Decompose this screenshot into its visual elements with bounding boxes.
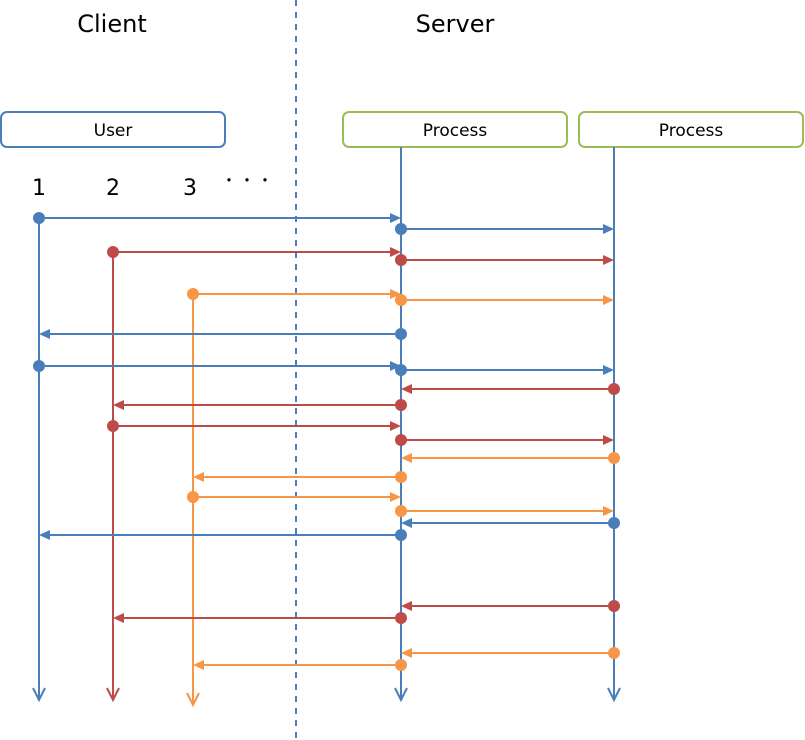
message-origin-dot xyxy=(395,328,407,340)
message-arrow-2 xyxy=(395,223,614,235)
message-arrow-11 xyxy=(113,399,407,411)
message-origin-dot xyxy=(187,288,199,300)
message-arrow-head xyxy=(193,472,204,482)
lifeline-request-3-arrowhead xyxy=(186,692,200,708)
process-box-1-label: Process xyxy=(423,121,488,141)
message-origin-dot xyxy=(107,246,119,258)
request-number-2: 2 xyxy=(106,176,120,201)
message-arrow-head xyxy=(401,453,412,463)
message-arrow-6 xyxy=(395,294,614,306)
message-arrow-12 xyxy=(107,420,401,432)
user-box-label: User xyxy=(94,121,133,141)
message-arrow-16 xyxy=(187,491,401,503)
message-origin-dot xyxy=(395,471,407,483)
message-arrows xyxy=(33,212,620,671)
request-number-1: 1 xyxy=(32,176,46,201)
message-arrow-20 xyxy=(401,600,620,612)
message-origin-dot xyxy=(395,659,407,671)
server-column-title: Server xyxy=(416,10,495,38)
message-origin-dot xyxy=(33,212,45,224)
message-origin-dot xyxy=(187,491,199,503)
message-arrow-10 xyxy=(401,383,620,395)
message-origin-dot xyxy=(395,399,407,411)
message-arrow-19 xyxy=(39,529,407,541)
message-origin-dot xyxy=(395,223,407,235)
lifeline-process-1-arrowhead xyxy=(394,687,408,703)
message-arrow-head xyxy=(603,255,614,265)
message-arrow-18 xyxy=(401,517,620,529)
message-arrow-head xyxy=(401,518,412,528)
message-arrow-head xyxy=(390,421,401,431)
lifeline-request-1-arrowhead xyxy=(32,687,46,703)
message-arrow-head xyxy=(603,365,614,375)
process-box-1 xyxy=(342,111,568,148)
message-origin-dot xyxy=(395,254,407,266)
process-box-2 xyxy=(578,111,804,148)
message-arrow-23 xyxy=(193,659,407,671)
process-box-2-label: Process xyxy=(659,121,724,141)
message-arrow-head xyxy=(390,361,401,371)
message-arrow-head xyxy=(390,492,401,502)
message-arrow-head xyxy=(39,530,50,540)
message-arrow-22 xyxy=(401,647,620,659)
message-arrow-head xyxy=(390,289,401,299)
message-arrow-21 xyxy=(113,612,407,624)
message-arrow-head xyxy=(603,224,614,234)
message-arrow-head xyxy=(113,400,124,410)
message-arrow-4 xyxy=(395,254,614,266)
lifeline-process-2-arrowhead xyxy=(607,687,621,703)
message-origin-dot xyxy=(395,612,407,624)
lifeline-request-2-arrowhead xyxy=(106,687,120,703)
lifeline-request-1 xyxy=(32,217,46,703)
request-number-3: 3 xyxy=(183,176,197,201)
message-arrow-9 xyxy=(395,364,614,376)
message-arrow-7 xyxy=(39,328,407,340)
user-box xyxy=(0,111,226,148)
message-arrow-15 xyxy=(193,471,407,483)
message-arrow-13 xyxy=(395,434,614,446)
message-origin-dot xyxy=(33,360,45,372)
message-arrow-head xyxy=(193,660,204,670)
lifeline-request-2 xyxy=(106,252,120,703)
lifeline-process-1 xyxy=(394,147,408,703)
message-arrow-head xyxy=(401,601,412,611)
message-arrow-head xyxy=(390,247,401,257)
message-origin-dot xyxy=(608,452,620,464)
message-arrow-head xyxy=(401,384,412,394)
message-origin-dot xyxy=(107,420,119,432)
message-origin-dot xyxy=(608,600,620,612)
message-arrow-8 xyxy=(33,360,401,372)
message-origin-dot xyxy=(608,647,620,659)
message-origin-dot xyxy=(608,517,620,529)
message-arrow-head xyxy=(603,506,614,516)
message-arrow-3 xyxy=(107,246,401,258)
message-origin-dot xyxy=(395,434,407,446)
message-origin-dot xyxy=(395,294,407,306)
message-arrow-head xyxy=(603,295,614,305)
message-arrow-5 xyxy=(187,288,401,300)
client-column-title: Client xyxy=(77,10,146,38)
request-number-ellipsis: ・・・ xyxy=(221,171,275,190)
message-arrow-17 xyxy=(395,505,614,517)
message-arrow-14 xyxy=(401,452,620,464)
message-arrow-head xyxy=(113,613,124,623)
message-arrow-1 xyxy=(33,212,401,224)
message-arrow-head xyxy=(401,648,412,658)
message-arrow-head xyxy=(603,435,614,445)
message-origin-dot xyxy=(395,364,407,376)
message-arrow-head xyxy=(39,329,50,339)
message-arrow-head xyxy=(390,213,401,223)
message-origin-dot xyxy=(395,529,407,541)
message-origin-dot xyxy=(608,383,620,395)
message-origin-dot xyxy=(395,505,407,517)
